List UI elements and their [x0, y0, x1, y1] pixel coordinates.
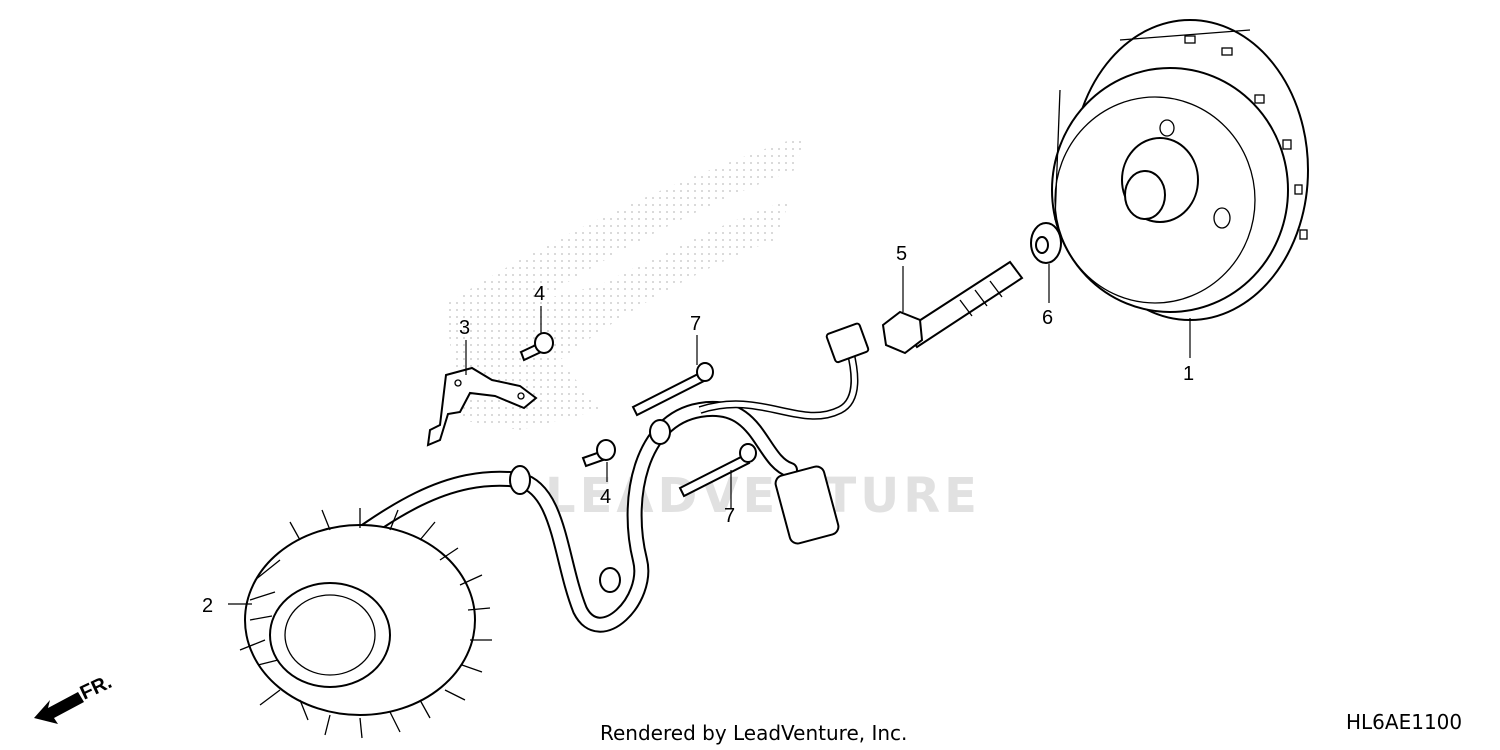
long-bolt-part-7-lower[interactable] [678, 443, 757, 498]
bolt-part-4-upper[interactable] [519, 332, 554, 362]
flywheel-part-1[interactable] [1051, 19, 1309, 321]
callout-3: 3 [459, 317, 470, 339]
callout-4-upper: 4 [534, 283, 545, 305]
leader-lines [228, 264, 1191, 605]
washer-part-6[interactable] [1030, 222, 1062, 264]
watermark-wing-logo [445, 135, 805, 430]
rendered-by-footer: Rendered by LeadVenture, Inc. [600, 721, 907, 745]
callout-6: 6 [1042, 307, 1053, 329]
diagram-code: HL6AE1100 [1346, 710, 1462, 734]
bracket-part-3[interactable] [426, 366, 538, 447]
flange-bolt-part-5[interactable] [881, 260, 1024, 355]
callout-7-lower: 7 [724, 505, 735, 527]
callout-1: 1 [1183, 363, 1194, 385]
front-direction-label: FR. [77, 671, 115, 705]
callout-2: 2 [202, 595, 213, 617]
callout-5: 5 [896, 243, 907, 265]
callout-7-upper: 7 [690, 313, 701, 335]
front-direction-arrow: FR. [34, 671, 115, 724]
bolt-part-4-lower[interactable] [581, 439, 616, 468]
watermark-text: LEADVENTURE [545, 468, 981, 524]
long-bolt-part-7-upper[interactable] [631, 362, 714, 417]
callout-4-lower: 4 [600, 486, 611, 508]
stator-part-2[interactable] [239, 322, 870, 739]
